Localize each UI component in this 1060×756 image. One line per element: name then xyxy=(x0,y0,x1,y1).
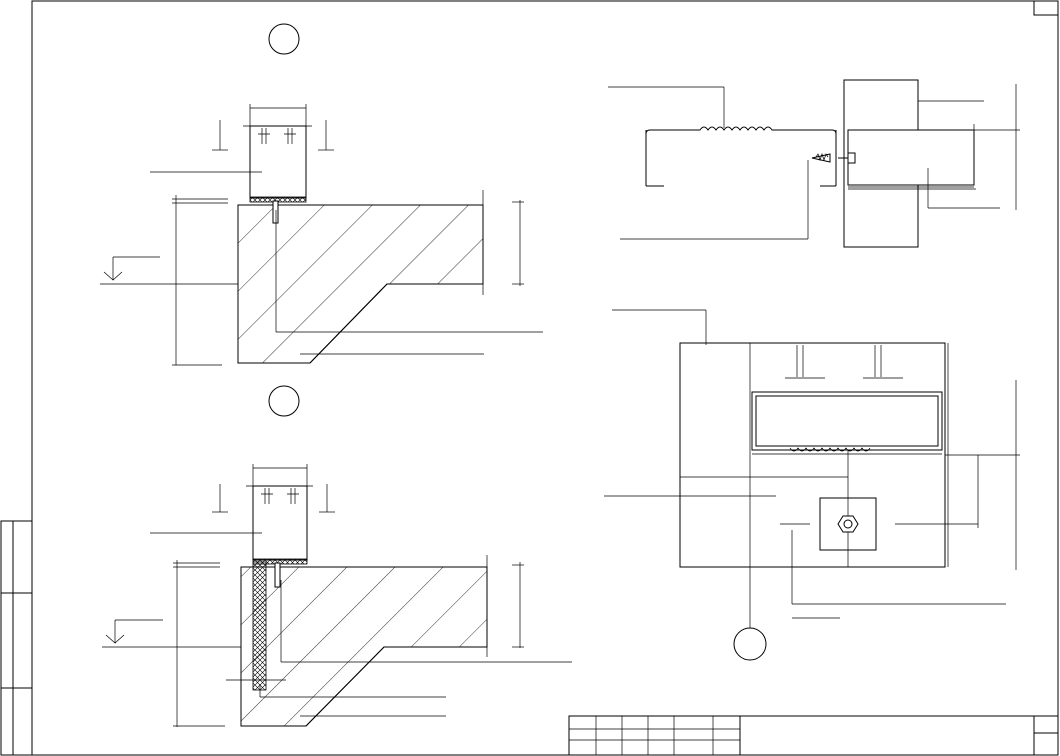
sheet-border xyxy=(31,0,1059,756)
anchor-plate xyxy=(819,497,877,551)
detail-1 xyxy=(100,23,543,366)
detail-callout-3 xyxy=(733,627,767,661)
nut-hexagon xyxy=(837,515,859,533)
detail-callout-1 xyxy=(268,23,300,55)
wall-panel-2 xyxy=(252,485,308,561)
detail-3-bottom xyxy=(604,309,1020,661)
anchor-bolt-2 xyxy=(274,562,281,588)
profiled-sheet xyxy=(650,126,837,135)
base-plate-view xyxy=(679,342,946,568)
panel-profile xyxy=(751,391,943,451)
detail-3-top xyxy=(608,79,1020,248)
wall-panel xyxy=(249,125,307,199)
steel-profile xyxy=(847,129,975,186)
level-mark-1 xyxy=(103,257,123,281)
detail-callout-2 xyxy=(268,385,300,417)
sheet-number-box xyxy=(1033,0,1059,16)
binding-strip xyxy=(0,520,33,756)
level-mark-2 xyxy=(105,620,125,644)
insulation-layer xyxy=(252,561,267,691)
anchor-bolt xyxy=(272,200,279,224)
detail-2 xyxy=(102,385,572,727)
title-block xyxy=(568,715,1059,756)
